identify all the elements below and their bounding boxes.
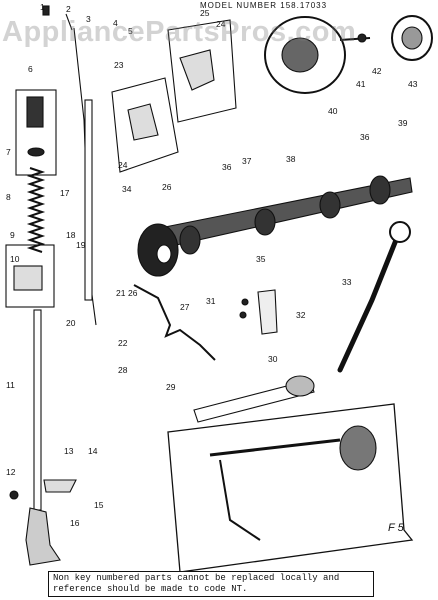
callout-2: 2 (66, 4, 71, 14)
callout-36: 36 (222, 162, 232, 172)
callout-31: 31 (206, 296, 216, 306)
callout-20: 20 (66, 318, 76, 328)
part-12-screw (9, 490, 19, 500)
footnote-box: Non key numbered parts cannot be replace… (48, 571, 374, 597)
callout-26: 26 (162, 182, 172, 192)
cam-left-inner (156, 244, 172, 264)
lower-shaft (193, 379, 315, 423)
callout-14: 14 (88, 446, 98, 456)
part-17-bar (84, 99, 93, 301)
part-42-knob (357, 33, 367, 43)
part-16-presser-foot (25, 507, 61, 566)
callout-41: 41 (356, 79, 366, 89)
lower-shaft-collar (285, 375, 315, 397)
callout-5: 5 (128, 26, 133, 36)
callout-12: 12 (6, 467, 16, 477)
cam-mid-1 (179, 225, 201, 255)
callout-22: 22 (118, 338, 128, 348)
part-13-lever (43, 479, 77, 493)
callout-10: 10 (10, 254, 20, 264)
callout-17: 17 (60, 188, 70, 198)
callout-32: 32 (296, 310, 306, 320)
part-8-spring (26, 167, 46, 253)
model-number-header: MODEL NUMBER 158.17033 (200, 1, 328, 10)
callout-21: 21 (116, 288, 126, 298)
callout-16: 16 (70, 518, 80, 528)
callout-8: 8 (6, 192, 11, 202)
callout-11: 11 (6, 380, 15, 390)
part-31-screw (241, 298, 249, 306)
machine-body-wheel (339, 425, 377, 471)
part-1-screw (42, 5, 50, 16)
callout-34: 34 (122, 184, 132, 194)
callout-15: 15 (94, 500, 104, 510)
cam-right (369, 175, 391, 205)
callout-3: 3 (86, 14, 91, 24)
callout-36b: 36 (360, 132, 370, 142)
callout-37: 37 (242, 156, 252, 166)
figure-label: F 5 (388, 522, 404, 534)
cam-mid-3 (319, 191, 341, 219)
callout-27: 27 (180, 302, 190, 312)
callout-13: 13 (64, 446, 74, 456)
callout-24b: 24 (118, 160, 128, 170)
callout-23: 23 (114, 60, 124, 70)
part-24b-crank (127, 103, 159, 141)
watermark-text: AppliancePartsPros.com (2, 16, 357, 48)
part-31b-screw (239, 311, 247, 319)
part-25-box (167, 19, 237, 123)
part-7-washer (27, 147, 45, 157)
callout-9: 9 (10, 230, 15, 240)
callout-28: 28 (118, 365, 128, 375)
cam-mid-2 (254, 208, 276, 236)
callout-18: 18 (66, 230, 76, 240)
callout-26b: 26 (128, 288, 138, 298)
machine-body-arm (219, 459, 261, 541)
part-43-disk-inner (401, 26, 423, 50)
callout-29: 29 (166, 382, 176, 392)
part-33-rod (337, 232, 401, 373)
callout-19: 19 (76, 240, 86, 250)
callout-43: 43 (408, 79, 418, 89)
callout-7: 7 (6, 147, 11, 157)
part-11-presser-bar (33, 309, 42, 511)
callout-24: 24 (216, 19, 226, 29)
part-2-pin (65, 13, 73, 31)
part-23-box (111, 77, 179, 173)
callout-38: 38 (286, 154, 296, 164)
callout-33: 33 (342, 277, 352, 287)
machine-body-outline (167, 403, 414, 573)
callout-35: 35 (256, 254, 266, 264)
part-32-bracket (257, 289, 278, 335)
part-6-bushing (26, 96, 44, 128)
callout-1: 1 (40, 2, 45, 12)
callout-39: 39 (398, 118, 408, 128)
callout-30: 30 (268, 354, 278, 364)
part-27-lever (133, 284, 216, 361)
part-24-bracket (179, 49, 215, 91)
part-10-clamp (13, 265, 43, 291)
machine-body-shaft (209, 438, 341, 457)
part-33-eye (389, 221, 411, 243)
callout-6: 6 (28, 64, 33, 74)
callout-25: 25 (200, 8, 210, 18)
part-40-hub (281, 37, 319, 73)
callout-42: 42 (372, 66, 382, 76)
callout-40: 40 (328, 106, 338, 116)
callout-4: 4 (113, 18, 118, 28)
part-9-box (5, 244, 55, 308)
